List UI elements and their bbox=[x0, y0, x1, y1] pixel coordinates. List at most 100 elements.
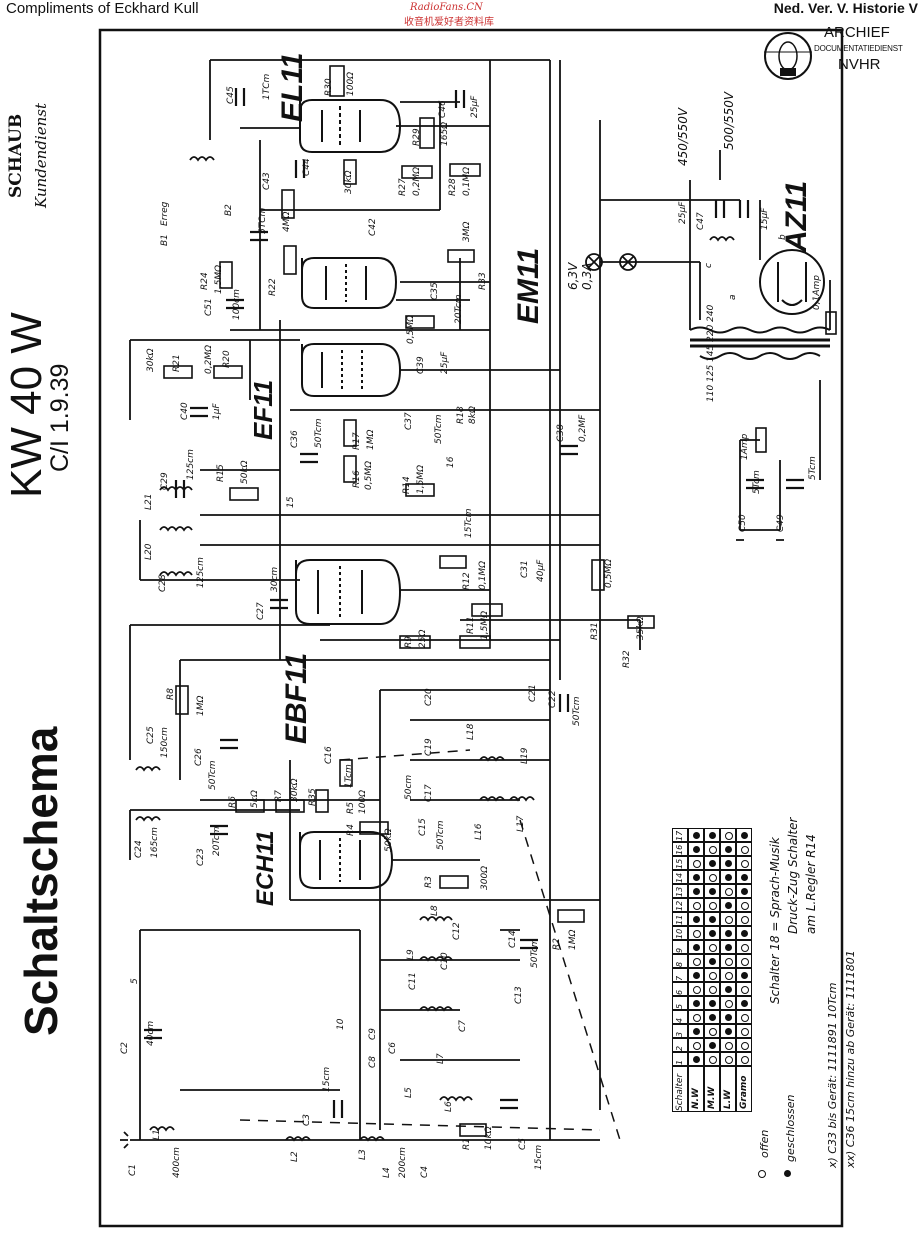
label-c22v: 50Tcm bbox=[572, 696, 582, 726]
label-c23: C23 bbox=[196, 848, 206, 866]
switch-number-cell: 15 bbox=[672, 856, 688, 870]
closed-dot-icon bbox=[709, 888, 716, 895]
label-r24v: 1,5MΩ bbox=[214, 265, 224, 294]
switch-state-cell bbox=[736, 842, 752, 856]
tube-label-az11: AZ11 bbox=[780, 180, 813, 252]
switch-state-cell bbox=[704, 884, 720, 898]
switch-state-cell bbox=[720, 856, 736, 870]
label-r14: R14 bbox=[402, 476, 412, 494]
open-dot-icon bbox=[709, 944, 717, 952]
label-c51: C51 bbox=[204, 298, 214, 316]
label-l3: L3 bbox=[358, 1149, 368, 1160]
closed-dot-icon bbox=[693, 944, 700, 951]
label-r9: R9 bbox=[404, 636, 414, 648]
switch-note-2: Druck-Zug Schalter bbox=[786, 817, 800, 934]
label-l19: L19 bbox=[520, 747, 530, 764]
closed-dot-icon bbox=[693, 874, 700, 881]
capacitors bbox=[144, 88, 804, 1118]
switch-row-label-cell: Gramo bbox=[736, 1066, 752, 1112]
label-l6: L6 bbox=[444, 1101, 454, 1112]
label-c15: C15 bbox=[418, 818, 428, 836]
switch-number-cell: 4 bbox=[672, 1010, 688, 1024]
label-l2: L2 bbox=[290, 1151, 300, 1162]
wiring bbox=[129, 59, 831, 1141]
switch-number: 6 bbox=[675, 989, 684, 995]
label-r7v: 30kΩ bbox=[290, 778, 300, 802]
label-r32v: 35kΩ bbox=[636, 616, 646, 640]
switch-number: 8 bbox=[675, 961, 684, 967]
switch-state-cell bbox=[688, 828, 704, 842]
open-dot-icon bbox=[709, 1028, 717, 1036]
voltage-label-2: 450/550V bbox=[676, 107, 690, 166]
label-r6: R6 bbox=[228, 796, 238, 808]
label-r15v: 50kΩ bbox=[240, 460, 250, 484]
label-r8v: 1MΩ bbox=[196, 695, 206, 716]
label-r30v: 100Ω bbox=[346, 71, 356, 96]
label-r25: 4MΩ bbox=[282, 211, 292, 232]
label-c14: C14 bbox=[508, 930, 518, 948]
label-r17: R17 bbox=[352, 432, 362, 450]
open-dot-icon bbox=[741, 902, 749, 910]
switch-state-cell bbox=[720, 870, 736, 884]
switch-state-cell bbox=[704, 912, 720, 926]
label-c42: C42 bbox=[368, 218, 378, 236]
label-c13: C13 bbox=[514, 986, 524, 1004]
open-dot-icon bbox=[741, 1014, 749, 1022]
label-c7: C7 bbox=[458, 1019, 468, 1032]
open-dot-icon bbox=[725, 1056, 733, 1064]
switch-number: 15 bbox=[675, 858, 684, 869]
label-c26v: 50Tcm bbox=[208, 760, 218, 790]
switch-row-label-cell: M.W bbox=[704, 1066, 720, 1112]
heater-current: 0,3A bbox=[580, 262, 594, 290]
label-c6: C6 bbox=[388, 1041, 398, 1054]
label-switch-15: 15 bbox=[286, 496, 296, 508]
label-c38: C38 bbox=[556, 424, 566, 442]
closed-dot-icon bbox=[693, 916, 700, 923]
label-c2: C2 bbox=[120, 1041, 130, 1054]
switch-state-cell bbox=[688, 856, 704, 870]
switch-number-cell: 13 bbox=[672, 884, 688, 898]
switch-state-cell bbox=[736, 940, 752, 954]
label-c51v: 100cm bbox=[232, 289, 242, 320]
label-l16: L16 bbox=[474, 823, 484, 840]
c46-label: 25µF bbox=[678, 201, 688, 224]
switch-number: 14 bbox=[675, 872, 684, 883]
switch-state-cell bbox=[688, 996, 704, 1010]
switch-number: 2 bbox=[675, 1045, 684, 1051]
tube-ech11 bbox=[299, 831, 394, 889]
closed-dot-icon bbox=[725, 846, 732, 853]
switch-state-cell bbox=[736, 1038, 752, 1052]
closed-dot-icon bbox=[741, 832, 748, 839]
switch-number: 16 bbox=[675, 844, 684, 855]
label-trafo-b: b bbox=[778, 234, 788, 240]
switch-state-cell bbox=[688, 926, 704, 940]
label-c29v: 125cm bbox=[186, 449, 196, 480]
closed-dot-icon bbox=[709, 930, 716, 937]
switch-state-cell bbox=[688, 1038, 704, 1052]
archive-header: Ned. Ver. V. Historie V bbox=[773, 0, 918, 16]
open-dot-icon bbox=[725, 1000, 733, 1008]
switch-state-cell bbox=[720, 842, 736, 856]
switch-row-label-cell: L.W bbox=[720, 1066, 736, 1112]
closed-dot-icon bbox=[693, 1000, 700, 1007]
open-dot-icon bbox=[709, 874, 717, 882]
open-dot-icon bbox=[741, 986, 749, 994]
switch-state-cell bbox=[688, 1052, 704, 1066]
label-c45v: 1TCm bbox=[262, 73, 272, 100]
label-r12v: 0,1MΩ bbox=[478, 561, 488, 590]
closed-dot-icon bbox=[709, 832, 716, 839]
label-c41: 5TCm bbox=[258, 207, 268, 234]
switch-state-cell bbox=[720, 912, 736, 926]
label-c28: C28 bbox=[158, 574, 168, 592]
switch-state-cell bbox=[720, 982, 736, 996]
switch-state-cell bbox=[720, 926, 736, 940]
label-c16v: 1Tcm bbox=[344, 764, 354, 788]
label-l17: L17 bbox=[516, 815, 526, 832]
switch-state-cell bbox=[720, 968, 736, 982]
label-r2v: 1MΩ bbox=[568, 929, 578, 950]
label-l21: L21 bbox=[144, 493, 154, 510]
closed-dot-icon bbox=[709, 860, 716, 867]
switch-note-1: Schalter 18 = Sprach-Musik bbox=[768, 837, 782, 1004]
switch-row-label: L.W bbox=[723, 1089, 733, 1109]
